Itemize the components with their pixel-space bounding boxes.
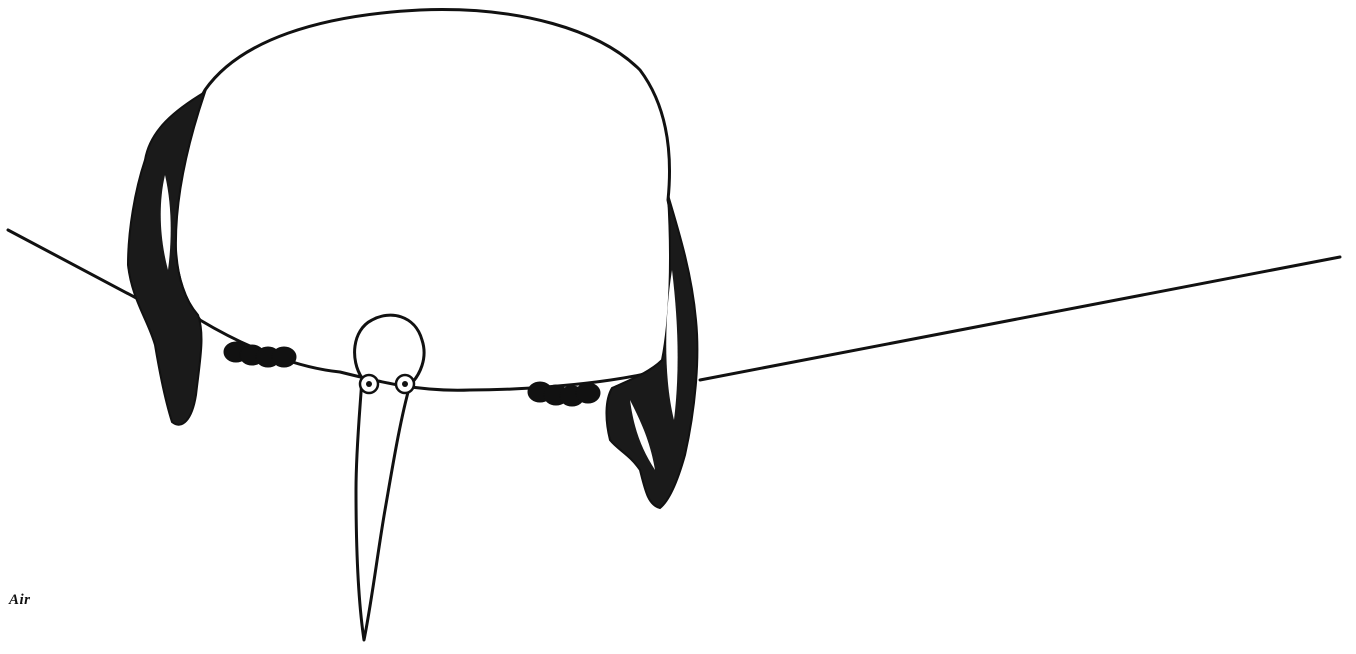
left-coil (224, 342, 296, 367)
left-eye (360, 375, 378, 393)
head-outline (173, 10, 688, 391)
caption-label: Air (9, 592, 31, 609)
left-wire (8, 230, 140, 300)
nose-beak (355, 315, 424, 640)
right-wire (700, 257, 1340, 380)
right-eye (396, 375, 414, 393)
